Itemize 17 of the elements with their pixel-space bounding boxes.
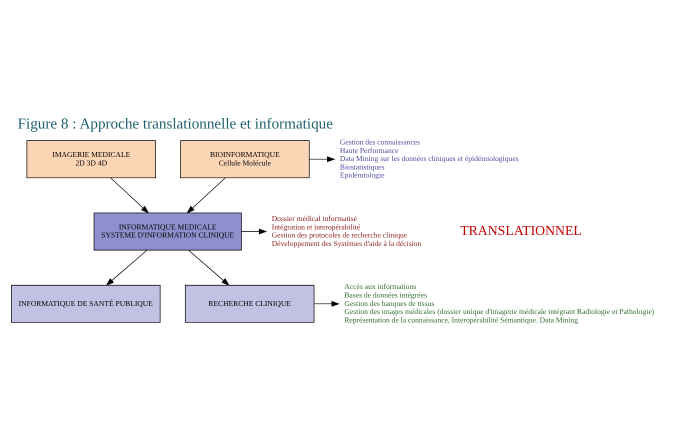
node-box: IMAGERIE MEDICALE 2D 3D 4D bbox=[26, 140, 156, 178]
node-text: Gestion des connaissances Haute Performance Data Mining sur les données cliniques et épidémiologiques Biostatistiques Epidémiologie bbox=[340, 138, 519, 180]
arrow bbox=[186, 178, 226, 214]
arrow bbox=[241, 228, 268, 234]
arrow bbox=[110, 178, 150, 214]
label: TRANSLATIONNEL bbox=[460, 222, 582, 238]
node-box: RECHERCHE CLINIQUE bbox=[184, 284, 314, 323]
arrow bbox=[188, 250, 230, 286]
arrow bbox=[308, 156, 336, 162]
node-text: Dossier médical informatisé Intégration et interopérabilité Gestion des protocoles de recherche clinique Développement des Systèmes d'aide à la décision bbox=[272, 214, 422, 248]
node-box: INFORMATIQUE MEDICALE SYSTEME D'INFORMATION CLINIQUE bbox=[94, 212, 242, 250]
node-box: BIOINFORMATIQUE Cellule Molécule bbox=[180, 140, 310, 178]
node-box: INFORMATIQUE DE SANTÉ PUBLIQUE bbox=[11, 284, 160, 323]
arrow bbox=[106, 250, 148, 286]
arrow bbox=[314, 300, 340, 307]
node-text: Accès aux informations Bases de données intégrées Gestion des banques de tissus Gestion des images médicales (dossier unique d'imagerie médicale intégrant Radiologie et Pathologie) Représentation de la connaissance, Interopérabilité Sémantique. Data Mining bbox=[344, 282, 654, 324]
diagram-title: Figure 8 : Approche translationnelle et informatique bbox=[18, 116, 333, 133]
